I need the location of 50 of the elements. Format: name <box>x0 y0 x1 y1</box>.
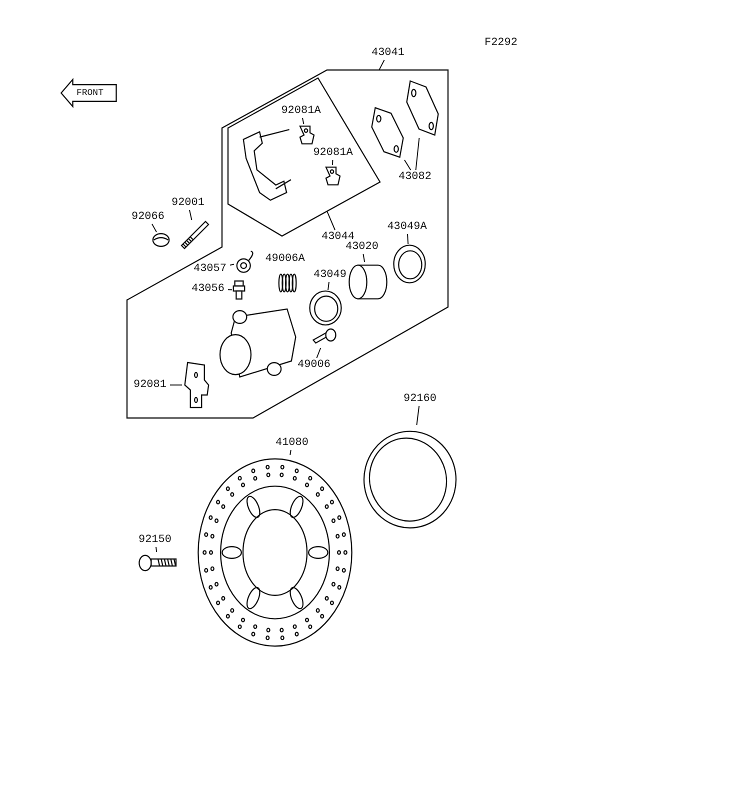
part-number: 43056 <box>188 282 228 296</box>
clip-drawing <box>296 124 316 146</box>
part-number: 92081A <box>278 104 324 118</box>
spring-plate-drawing <box>182 360 210 410</box>
part-number: 92160 <box>400 392 440 406</box>
leader-line <box>170 384 182 386</box>
part-number: 43020 <box>342 240 382 254</box>
leader-line <box>378 60 385 70</box>
bleeder-valve-drawing <box>232 280 246 300</box>
part-number: 43049A <box>384 220 430 234</box>
pin-drawing <box>180 220 210 250</box>
leader-line <box>362 254 366 262</box>
part-number: 43057 <box>190 262 230 276</box>
seal-drawing <box>308 290 343 326</box>
leader-line <box>152 224 157 232</box>
leader-line <box>156 546 158 552</box>
bolt-drawing <box>138 552 178 572</box>
part-number: 41080 <box>272 436 312 450</box>
piston-drawing <box>348 262 388 302</box>
part-number: 92081A <box>310 146 356 160</box>
assembly-outline <box>127 70 448 418</box>
brake-pad-drawing <box>370 105 405 160</box>
leader-line <box>326 210 336 230</box>
part-number: 43082 <box>395 170 435 184</box>
leader-line <box>415 138 420 170</box>
part-number: 92150 <box>135 533 175 547</box>
part-number: 49006 <box>294 358 334 372</box>
part-number: 92066 <box>128 210 168 224</box>
leader-line <box>290 450 292 456</box>
part-number: 43041 <box>368 46 408 60</box>
leader-line <box>332 160 334 166</box>
part-number: 49006A <box>264 252 306 266</box>
leader-line <box>407 234 409 244</box>
figure-code: F2292 <box>483 36 518 50</box>
part-number: 92001 <box>168 196 208 210</box>
clip-drawing <box>322 165 342 187</box>
part-number: 92081 <box>130 378 170 392</box>
leader-line <box>328 282 330 290</box>
ring-drawing <box>392 244 427 284</box>
leader-line <box>228 289 232 290</box>
leader-line <box>230 264 234 266</box>
brake-pad-drawing <box>405 78 440 138</box>
leader-line <box>404 160 412 170</box>
leader-line <box>302 118 304 124</box>
leader-line <box>316 348 322 358</box>
leader-line <box>416 406 420 426</box>
cap-drawing <box>152 232 170 248</box>
part-number: 43049 <box>310 268 350 282</box>
arrow-label: FRONT <box>75 87 104 100</box>
leader-line <box>189 210 192 220</box>
